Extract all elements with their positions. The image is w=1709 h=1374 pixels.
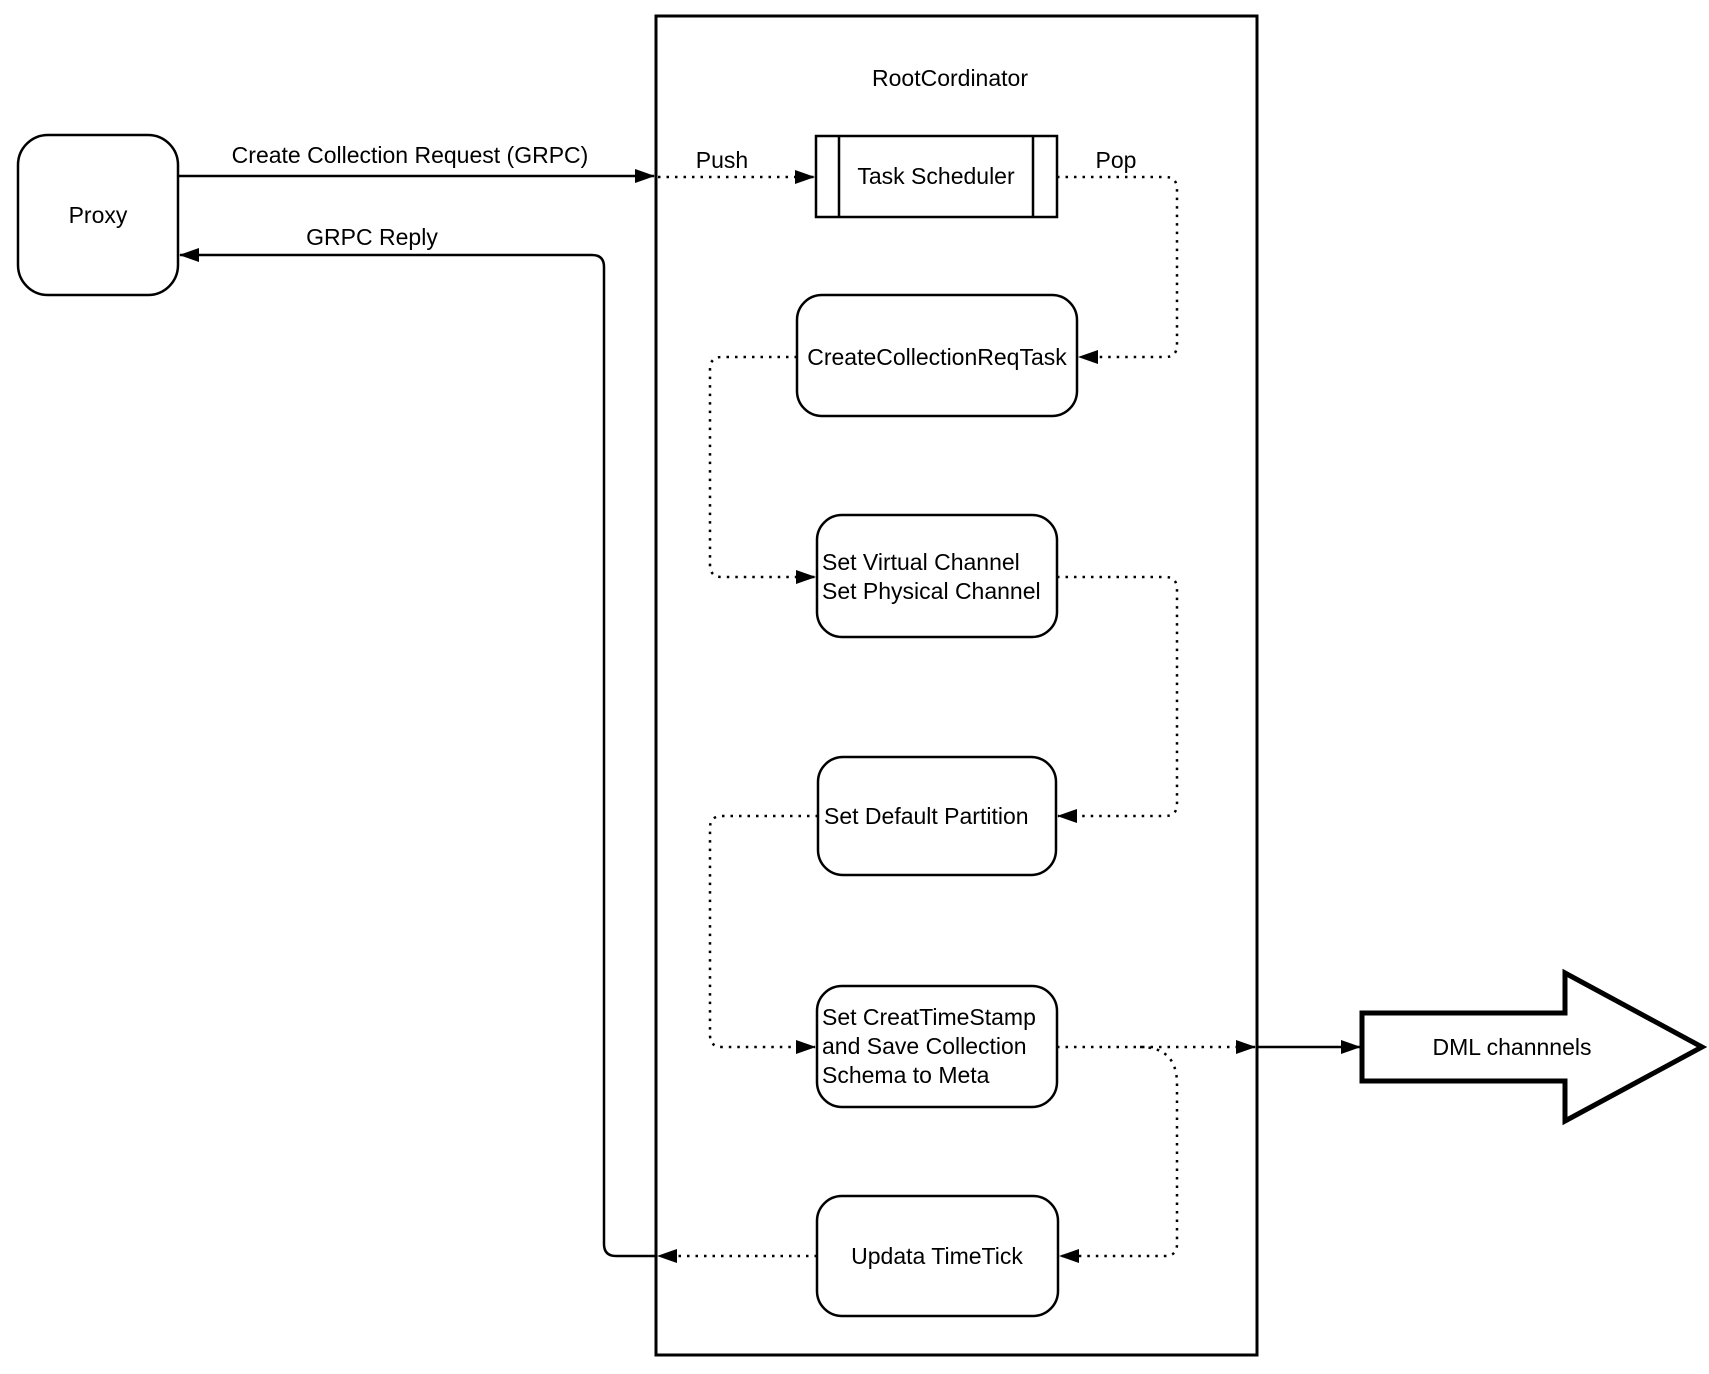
root-coordinator-title: RootCordinator — [872, 65, 1028, 91]
task-scheduler-node: Task Scheduler — [814, 134, 1059, 219]
edge-pop — [1057, 175, 1179, 364]
task-scheduler-label: Task Scheduler — [857, 163, 1015, 189]
edge-set-channels-to-partition — [1057, 575, 1179, 823]
updata-timetick-label: Updata TimeTick — [851, 1243, 1023, 1269]
set-creat-timestamp-line2: and Save Collection — [822, 1033, 1027, 1059]
edge-timestamp-to-timetick — [1059, 1045, 1179, 1263]
root-coordinator-container: RootCordinator — [654, 14, 1259, 1357]
create-collection-req-task-node: CreateCollectionReqTask — [795, 293, 1079, 418]
dml-channels-arrow-shape — [1359, 968, 1708, 1126]
set-creat-timestamp-node: Set CreatTimeStamp and Save Collection S… — [815, 984, 1059, 1109]
dml-channels-node: DML channnels — [1359, 968, 1708, 1126]
updata-timetick-node: Updata TimeTick — [815, 1194, 1060, 1318]
task-scheduler-box — [814, 134, 1059, 219]
set-channels-box — [815, 513, 1059, 639]
proxy-label: Proxy — [69, 202, 128, 228]
edge-pop-label: Pop — [1096, 147, 1137, 173]
set-creat-timestamp-line1: Set CreatTimeStamp — [822, 1004, 1036, 1030]
edge-grpc-reply-label: GRPC Reply — [306, 224, 438, 250]
edge-push-label: Push — [696, 147, 748, 173]
set-channels-node: Set Virtual Channel Set Physical Channel — [815, 513, 1059, 639]
create-collection-req-task-label: CreateCollectionReqTask — [807, 344, 1067, 370]
edge-create-collection-request-label: Create Collection Request (GRPC) — [232, 142, 589, 168]
dml-channels-label: DML channnels — [1433, 1034, 1592, 1060]
set-channels-line2: Set Physical Channel — [822, 578, 1041, 604]
root-coordinator-border — [654, 14, 1259, 1357]
set-default-partition-label: Set Default Partition — [824, 803, 1029, 829]
create-collection-req-task-box — [795, 293, 1079, 418]
set-creat-timestamp-line3: Schema to Meta — [822, 1062, 990, 1088]
edge-grpc-reply — [179, 248, 656, 1258]
set-default-partition-node: Set Default Partition — [816, 755, 1058, 877]
proxy-box — [16, 133, 180, 297]
set-channels-line1: Set Virtual Channel — [822, 549, 1020, 575]
proxy-node: Proxy — [16, 133, 180, 297]
edge-partition-to-timestamp — [708, 814, 818, 1054]
